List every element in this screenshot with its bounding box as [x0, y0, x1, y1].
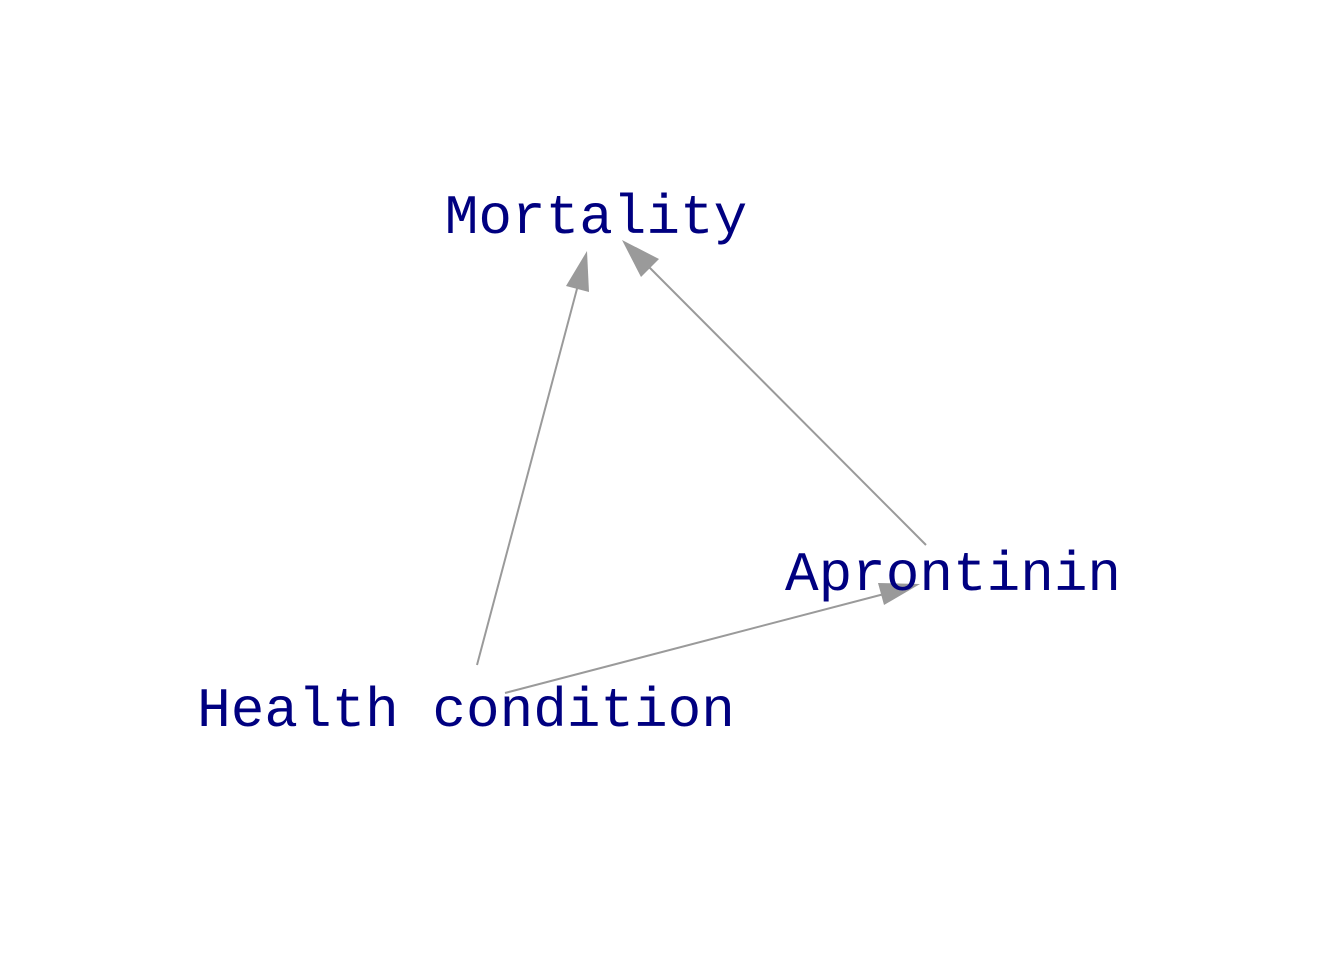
- arrowhead-icon: [566, 251, 589, 292]
- edge-health-condition-to-mortality: [476, 251, 589, 666]
- node-mortality: Mortality: [445, 186, 747, 250]
- node-aprontinin: Aprontinin: [785, 543, 1121, 607]
- arrowhead-icon: [878, 583, 920, 605]
- edge-health-condition-to-aprontinin: [504, 583, 920, 694]
- node-health-condition: Health condition: [197, 679, 735, 743]
- edge-aprontinin-to-mortality: [622, 240, 927, 546]
- arrowhead-icon: [622, 240, 659, 277]
